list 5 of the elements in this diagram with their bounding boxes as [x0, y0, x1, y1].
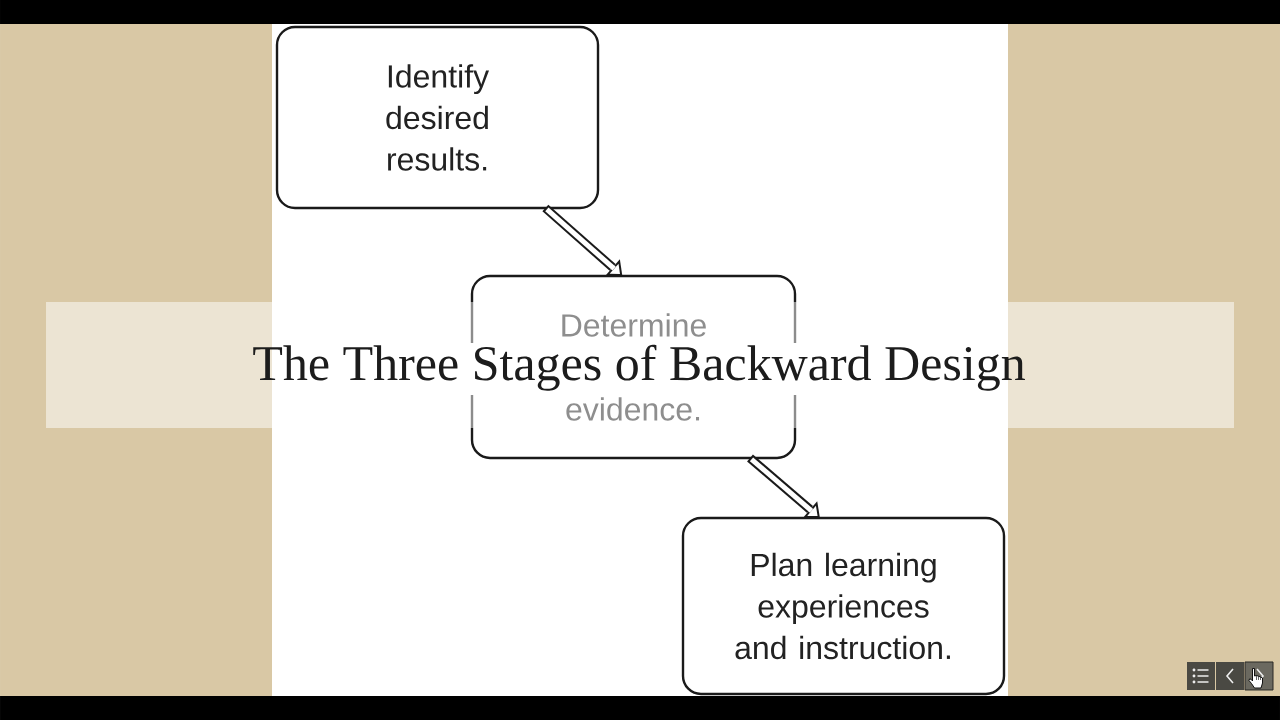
process-box: Plan learning experiences and instruction. [681, 516, 1006, 696]
block-arrow [542, 204, 623, 276]
process-box: Identify desired results. [275, 25, 600, 210]
title: The Three Stages of Backward Design [253, 344, 1025, 391]
block-arrow [747, 454, 820, 518]
